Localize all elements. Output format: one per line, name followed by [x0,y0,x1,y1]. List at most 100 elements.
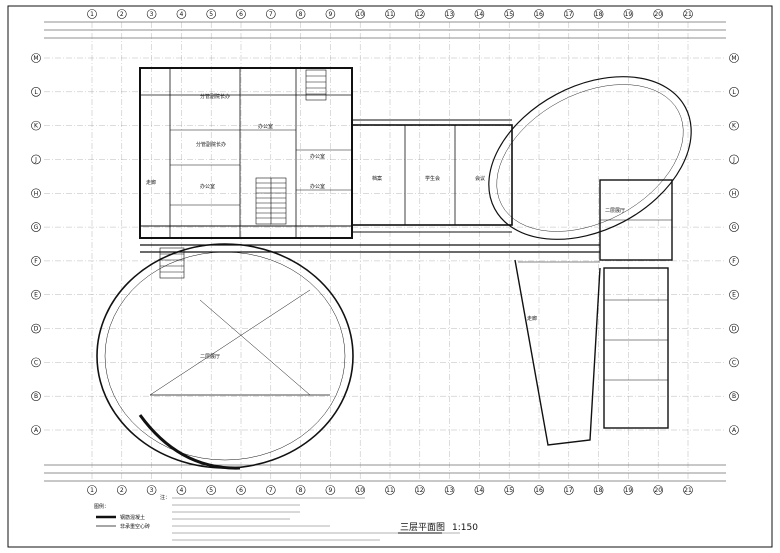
row-grid-bubble [729,188,739,199]
column-grid-label: 7 [269,487,273,494]
column-grid-bubble [683,9,693,19]
stair-core [159,69,327,279]
column-grid-label: 13 [446,11,454,18]
column-grid-bubble [236,9,246,19]
column-grid-label: 19 [625,487,633,494]
column-grid-bubble [474,485,485,495]
column-grid-label: 20 [654,487,662,494]
row-grid-bubble [729,289,739,300]
column-grid-label: 5 [209,487,213,494]
column-grid-label: 4 [179,487,183,494]
drawing-notes: 注： [160,494,460,541]
column-grid-bubble [563,9,574,19]
top-dimension-lines [44,21,726,39]
column-grid-bubble [265,9,276,19]
column-grid-bubble [414,9,425,19]
legend-hollow-brick-label: 非承重空心砖 [120,523,150,530]
column-grid-label: 19 [625,11,633,18]
column-grid-label: 16 [535,11,543,18]
row-grid-bubble [31,120,41,131]
room-meeting-label: 会议 [475,175,485,182]
column-grid-label: 18 [595,11,603,18]
column-grid-label: 6 [239,487,243,494]
row-grid-label: J [732,156,735,163]
column-grid-bubble [593,9,604,19]
column-grid-bubble [176,485,187,495]
column-grid-label: 21 [684,487,692,494]
row-grid-label: L [34,89,38,96]
row-grid-label: H [34,190,39,197]
elliptical-wing [488,76,692,240]
room-corridor-label: 走廊 [146,179,156,186]
column-grid-bubble [117,9,127,19]
row-grid-bubble [729,120,739,131]
column-grid-bubble [325,9,336,19]
middle-room-row [351,119,513,233]
legend: 图例： 钢筋混凝土 非承重空心砖 [94,503,150,530]
row-grid-label: D [34,326,39,333]
row-grid-label: A [732,427,737,434]
row-grid-label: F [732,258,736,265]
column-grid-bubble [206,485,216,495]
legend-heading: 图例： [94,503,109,510]
column-grid-bubble [385,485,395,495]
column-grid-bubble [653,485,664,495]
column-grid-bubble [325,485,336,495]
row-grid-bubble [729,357,739,368]
column-grid-bubble [563,485,574,495]
column-grid-bubble [146,485,157,495]
column-grid-bubble [206,9,216,19]
column-grid-bubble [683,485,693,495]
column-grid-bubble [414,485,425,495]
column-grid-label: 10 [356,487,364,494]
room-student-label: 学生会 [425,175,440,182]
row-grid-label: G [732,224,737,231]
right-wing [599,179,673,429]
column-grid-bubble [444,9,455,19]
row-grid-label: B [34,393,38,400]
row-grid-bubble [31,323,41,334]
column-grid-bubble [295,485,306,495]
row-grid-label: C [732,359,736,366]
room-office-2-label: 分管副院长办 [196,141,226,148]
row-grid-bubble [729,323,739,334]
column-grid-bubble [623,485,634,495]
room-exhibit-label: 二层展厅 [605,208,625,214]
row-grid-bubble [31,154,41,165]
row-grid-label: D [732,326,737,333]
row-grid-bubble [729,53,739,63]
column-grid-bubble [444,485,455,495]
column-grid-bubble [653,9,664,19]
column-grid-label: 8 [299,487,303,494]
bottom-dimension-lines [44,464,726,482]
column-grid-label: 6 [239,11,243,18]
row-grid-bubble [729,256,739,266]
row-grid-bubble [31,256,41,266]
row-grid-bubble [31,87,41,97]
room-office-1-label: 分管副院长办 [200,93,230,100]
legend-concrete-label: 钢筋混凝土 [120,514,145,521]
column-grid-bubble [504,485,515,495]
row-grid-bubble [729,391,739,401]
column-grid-bubble [534,485,544,495]
row-grid-bubble [729,425,739,435]
column-grid-label: 12 [416,487,424,494]
main-building-block [139,67,353,239]
column-grid-label: 11 [386,487,394,494]
column-grid-bubble [534,9,544,19]
column-grid-label: 9 [328,487,332,494]
column-grid-label: 18 [595,487,603,494]
row-grid-bubble [31,391,41,401]
row-grid-label: A [34,427,39,434]
column-grid-bubble [355,9,366,19]
row-grid-bubble [31,53,41,63]
column-grid-label: 8 [299,11,303,18]
column-grid-label: 17 [565,11,573,18]
row-grid-label: F [34,258,38,265]
row-grid-label: M [33,55,38,62]
row-grid-label: K [34,123,39,130]
row-grid-bubble [729,222,739,232]
